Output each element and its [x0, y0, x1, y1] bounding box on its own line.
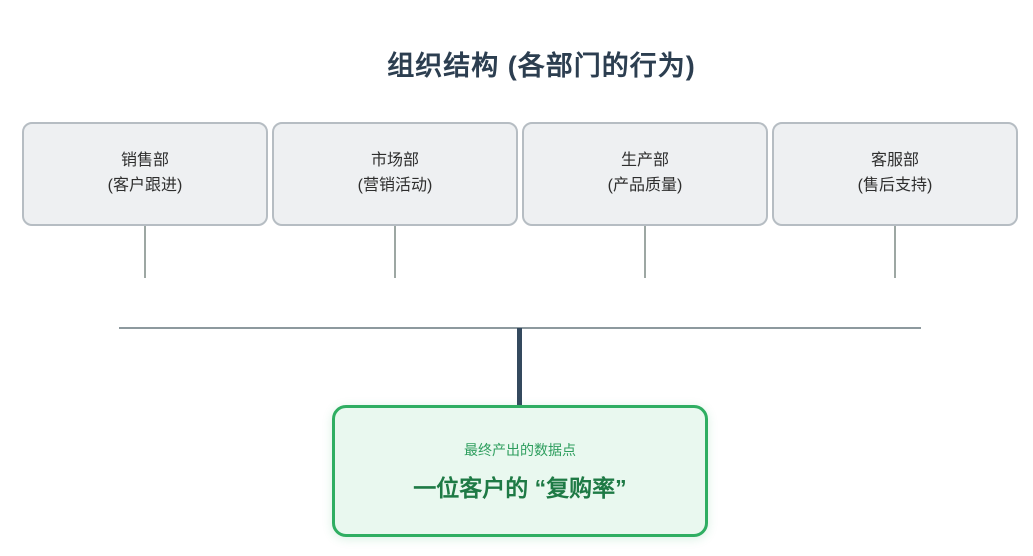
department-row: 销售部 (客户跟进) 市场部 (营销活动) 生产部 (产品质量) 客服部 (售后…: [22, 122, 1018, 226]
dept-name: 客服部: [870, 152, 919, 170]
connector-trunk-line: [517, 328, 522, 406]
dept-box-marketing: 市场部 (营销活动): [272, 122, 518, 226]
dept-box-sales: 销售部 (客户跟进): [22, 122, 268, 226]
dept-name: 市场部: [370, 152, 419, 170]
dept-name: 生产部: [620, 152, 669, 170]
dept-box-production: 生产部 (产品质量): [522, 122, 768, 226]
dept-subtitle: (售后支持): [857, 177, 933, 194]
dept-subtitle: (产品质量): [607, 177, 683, 194]
dept-subtitle: (营销活动): [357, 177, 433, 194]
connector-stub-sales: [144, 226, 146, 278]
connector-stub-marketing: [394, 226, 396, 278]
result-title: 一位客户的 “复购率”: [413, 474, 627, 501]
result-caption: 最终产出的数据点: [464, 441, 576, 458]
dept-subtitle: (客户跟进): [107, 177, 183, 194]
result-box: 最终产出的数据点 一位客户的 “复购率”: [332, 405, 708, 537]
dept-box-customer-service: 客服部 (售后支持): [772, 122, 1018, 226]
connector-stub-customer-service: [894, 226, 896, 278]
connector-stub-production: [644, 226, 646, 278]
dept-name: 销售部: [120, 152, 169, 170]
diagram-title: 组织结构 (各部门的行为): [387, 51, 696, 81]
